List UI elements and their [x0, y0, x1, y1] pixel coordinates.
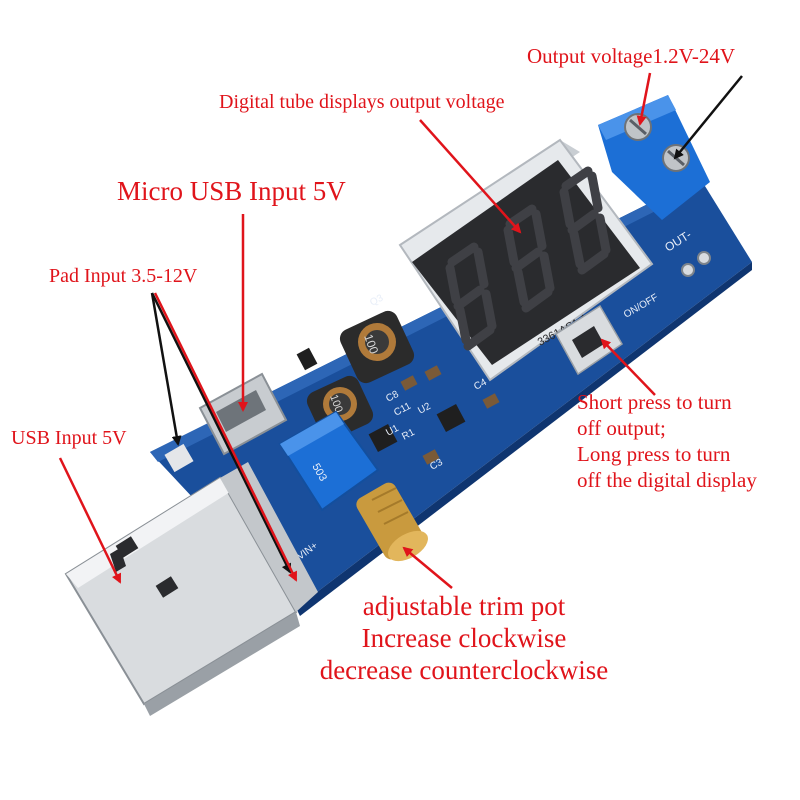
annotation-arrows: [58, 72, 743, 589]
display-arrow: [419, 119, 522, 234]
inductor-large-code: 100: [361, 332, 381, 356]
switch-instructions-line: off output;: [577, 416, 666, 440]
c4-label: C4: [472, 377, 489, 393]
switch-instructions-line: Short press to turn: [577, 390, 732, 414]
out-pad: [681, 263, 695, 277]
switch-arrow: [600, 338, 656, 396]
output-arrow-black: [673, 75, 743, 160]
trim-pot-label: adjustable trim pot Increase clockwise d…: [284, 590, 644, 686]
inductor-large: [339, 310, 415, 384]
pad-pos-arrow-red: [153, 292, 298, 582]
trim-pot-arrow: [402, 546, 453, 589]
inductor-small-code: 100: [327, 393, 345, 414]
u2-label: U2: [416, 401, 433, 417]
output-arrow-red: [636, 72, 652, 126]
usb-input-label: USB Input 5V: [11, 427, 127, 449]
c8-label: C8: [384, 389, 401, 405]
switch-instructions-label: Short press to turn off output; Long pre…: [577, 389, 799, 493]
usb-a-plug: [64, 462, 318, 716]
usb-input-arrow: [58, 457, 122, 584]
micro-usb-label: Micro USB Input 5V: [117, 176, 346, 206]
vin-neg-pad: [164, 443, 194, 473]
c3-label: C3: [428, 457, 445, 473]
pad-input-label: Pad Input 3.5-12V: [49, 265, 198, 287]
out-pad: [697, 251, 711, 265]
u1-label: U1: [384, 423, 401, 439]
trim-pot-line: adjustable trim pot: [362, 591, 566, 621]
trim-pot: [278, 410, 428, 562]
switch-instructions-line: Long press to turn: [577, 442, 731, 466]
smd-components: [296, 347, 500, 465]
on-off-switch: [555, 304, 623, 376]
output-voltage-label: Output voltage1.2V-24V: [527, 44, 736, 68]
r1-label: R1: [400, 427, 417, 443]
digital-tube-label: Digital tube displays output voltage: [219, 91, 505, 113]
q3-label: Q3: [368, 292, 385, 308]
trim-pot-line: Increase clockwise: [361, 623, 567, 653]
trim-pot-line: decrease counterclockwise: [319, 655, 609, 685]
pad-pos-arrow: [150, 292, 292, 574]
pad-neg-arrow: [150, 292, 182, 446]
switch-instructions-line: off the digital display: [577, 468, 757, 492]
